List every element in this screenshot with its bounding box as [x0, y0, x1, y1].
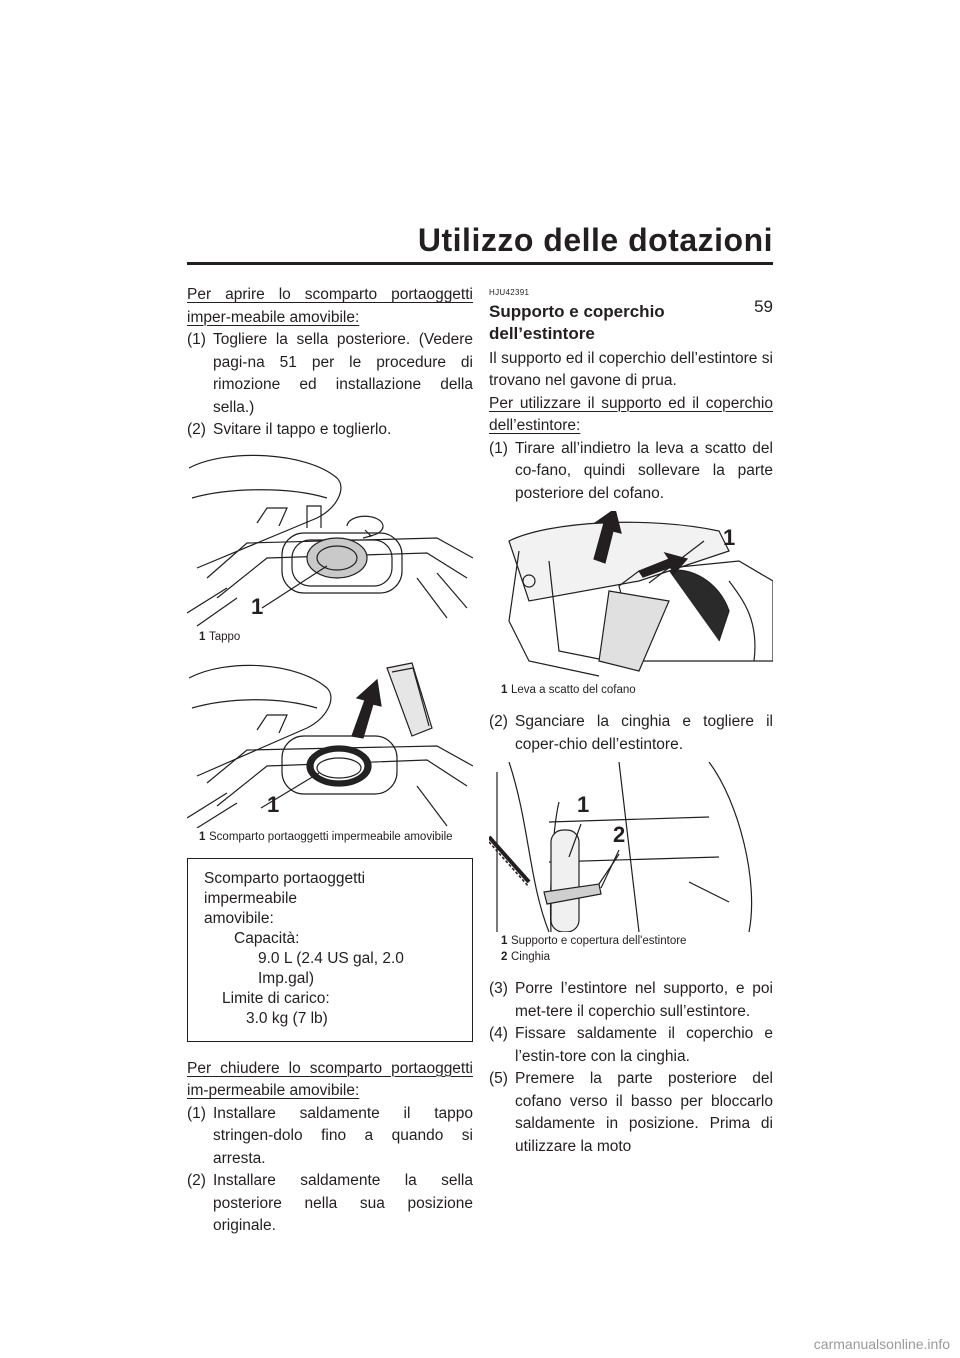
spec-capacity-label: Capacità:	[234, 929, 300, 947]
section-title: Supporto e coperchio dell’estintore	[489, 301, 665, 344]
spec-load-label: Limite di carico:	[222, 989, 330, 1007]
spec-capacity-value: 9.0 L (2.4 US gal, 2.0 Imp.gal)	[258, 949, 404, 987]
caption-text: Scomparto portaoggetti impermeabile amov…	[209, 830, 453, 843]
step-text: Svitare il tappo e toglierlo.	[213, 421, 392, 438]
close-step-2: (2) Installare saldamente la sella poste…	[187, 1170, 473, 1238]
use-step-5: (5) Premere la parte posteriore del cofa…	[489, 1068, 773, 1158]
extinguisher-illustration	[489, 762, 753, 932]
caption-text: Supporto e copertura dell'estintore	[511, 935, 687, 947]
use-heading: Per utilizzare il supporto ed il coperch…	[489, 394, 773, 435]
step-text: Togliere la sella posteriore. (Vedere pa…	[213, 331, 473, 416]
section-intro: Il supporto ed il coperchio dell’estinto…	[489, 349, 773, 390]
caption-number: 1	[199, 830, 206, 843]
use-step-3: (3) Porre l’estintore nel supporto, e po…	[489, 978, 773, 1023]
figure-caption: 1 Leva a scatto del cofano	[501, 683, 773, 697]
step-text: Fissare saldamente il coperchio e l’esti…	[515, 1025, 773, 1065]
caption-number: 1	[501, 935, 508, 947]
figure-callout: 1	[267, 791, 280, 817]
spec-line: Scomparto portaoggetti impermeabile	[204, 869, 366, 907]
caption-text: Leva a scatto del cofano	[511, 684, 636, 696]
step-number: (3)	[489, 980, 508, 997]
cap-illustration	[187, 454, 473, 626]
figure-callout: 2	[613, 822, 626, 847]
figure-callout: 1	[577, 792, 590, 817]
section-code: HJU42391	[489, 288, 530, 297]
title-rule	[187, 262, 773, 265]
figure-hood-latch: 1	[489, 511, 773, 681]
step-text: Installare saldamente il tappo stringen-…	[213, 1104, 473, 1167]
caption-text: Cinghia	[511, 951, 550, 963]
figure-caption: 1 Scomparto portaoggetti impermeabile am…	[199, 830, 473, 844]
figure-caption: 2 Cinghia	[501, 950, 773, 964]
step-number: (1)	[187, 1104, 206, 1122]
close-heading: Per chiudere lo scomparto portaoggetti i…	[187, 1059, 473, 1100]
step-number: (4)	[489, 1025, 508, 1042]
figure-extinguisher: 1 2	[489, 762, 773, 932]
open-step-1: (1) Togliere la sella posteriore. (Veder…	[187, 329, 473, 419]
page-title: Utilizzo delle dotazioni	[417, 222, 773, 258]
step-text: Sganciare la cinghia e togliere il coper…	[515, 713, 773, 753]
step-number: (1)	[489, 439, 508, 457]
spec-load-value: 3.0 kg (7 lb)	[246, 1009, 328, 1027]
figure-compartment: 1	[187, 658, 473, 828]
open-step-2: (2) Svitare il tappo e toglierlo.	[187, 419, 473, 442]
hood-illustration	[508, 511, 773, 677]
step-number: (5)	[489, 1070, 508, 1087]
step-text: Installare saldamente la sella posterior…	[213, 1172, 473, 1234]
spec-box: Scomparto portaoggetti impermeabile amov…	[187, 857, 473, 1042]
step-number: (2)	[187, 1172, 206, 1189]
caption-number: 1	[199, 630, 206, 643]
right-column: HJU42391 Supporto e coperchio dell’estin…	[489, 284, 773, 1158]
step-number: (1)	[187, 331, 206, 348]
open-heading: Per aprire lo scomparto portaoggetti imp…	[187, 286, 473, 326]
compartment-illustration	[187, 661, 473, 828]
step-number: (2)	[489, 713, 508, 730]
figure-callout: 1	[251, 593, 264, 619]
step-text: Tirare all’indietro la leva a scatto del…	[515, 439, 773, 502]
use-step-1: (1) Tirare all’indietro la leva a scatto…	[489, 438, 773, 506]
close-step-1: (1) Installare saldamente il tappo strin…	[187, 1103, 473, 1171]
step-text: Porre l’estintore nel supporto, e poi me…	[515, 980, 773, 1020]
step-number: (2)	[187, 421, 206, 438]
page-number: 59	[754, 297, 773, 316]
left-column: Per aprire lo scomparto portaoggetti imp…	[187, 284, 473, 1238]
use-step-2: (2) Sganciare la cinghia e togliere il c…	[489, 711, 773, 756]
caption-number: 1	[501, 684, 508, 696]
step-text: Premere la parte posteriore del cofano v…	[515, 1070, 773, 1155]
figure-caption: 1 Tappo	[199, 630, 473, 644]
figure-callout: 1	[723, 525, 736, 550]
caption-number: 2	[501, 951, 508, 963]
figure-cap: 1	[187, 448, 473, 628]
use-step-4: (4) Fissare saldamente il coperchio e l’…	[489, 1023, 773, 1068]
figure-caption: 1 Supporto e copertura dell'estintore	[501, 934, 773, 948]
watermark: carmanualsonline.info	[813, 1336, 950, 1352]
caption-text: Tappo	[209, 630, 241, 643]
spec-line: amovibile:	[204, 909, 274, 927]
